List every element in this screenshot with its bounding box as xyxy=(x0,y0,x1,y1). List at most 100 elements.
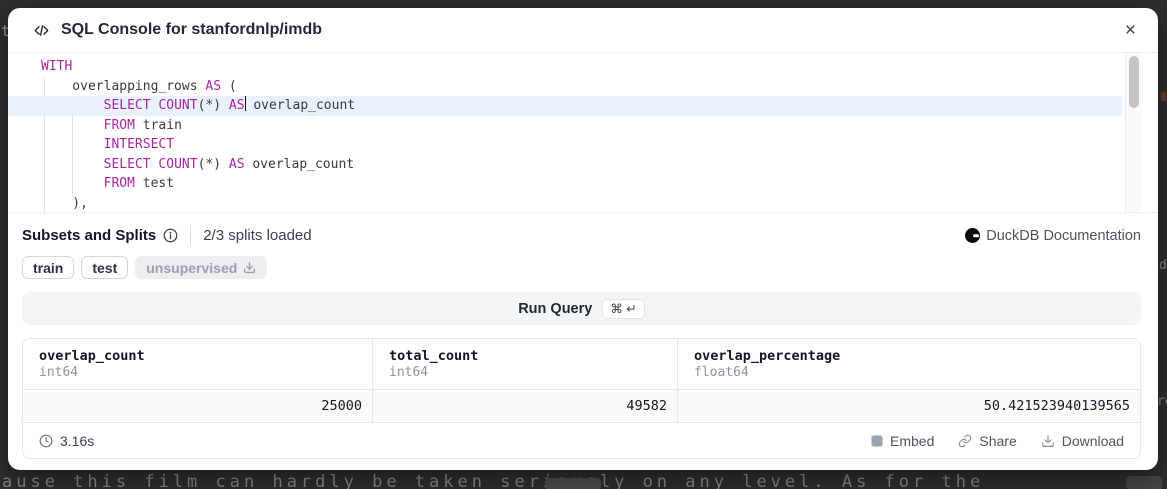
download-button[interactable]: Download xyxy=(1041,433,1124,449)
download-label: Download xyxy=(1061,432,1124,449)
sql-keyword: INTERSECT xyxy=(103,137,175,152)
split-tag-train[interactable]: train xyxy=(22,256,75,279)
code-line: overlapping_rows AS ( xyxy=(8,77,1158,97)
sql-keyword: COUNT xyxy=(158,156,198,172)
dimmed-background-shape xyxy=(545,478,601,489)
sql-keyword: AS xyxy=(228,156,245,172)
sql-text xyxy=(41,157,104,172)
elapsed-label: 3.16s xyxy=(60,432,95,449)
results-actions: Embed Share xyxy=(871,433,1124,449)
dimmed-background-fragment: d xyxy=(1159,258,1167,273)
column-name: total_count xyxy=(389,348,479,364)
keyboard-shortcut-badge: ⌘ ↵ xyxy=(602,298,645,319)
dimmed-background-shape xyxy=(1161,92,1166,101)
editor-scrollbar[interactable] xyxy=(1125,53,1141,212)
sql-text: train xyxy=(134,117,182,133)
indent-guide xyxy=(72,96,73,194)
sql-keyword: FROM xyxy=(103,117,135,133)
results-footer: 3.16s Embed Share xyxy=(23,423,1140,458)
sql-text: (*) xyxy=(197,156,229,172)
splits-title: Subsets and Splits xyxy=(22,227,157,244)
table-cell: 50.421523940139565 xyxy=(983,398,1130,414)
duckdb-icon xyxy=(965,228,981,243)
dimmed-background-shape xyxy=(1126,476,1162,489)
split-tag-label: train xyxy=(33,259,64,276)
dimmed-background-fragment: ro xyxy=(1157,394,1167,409)
column-header[interactable]: overlap_count int64 xyxy=(23,339,373,389)
info-icon[interactable] xyxy=(163,228,178,243)
run-query-button[interactable]: Run Query ⌘ ↵ xyxy=(22,292,1141,325)
sql-keyword: AS xyxy=(205,78,222,94)
embed-button[interactable]: Embed xyxy=(871,433,934,449)
column-type: float64 xyxy=(694,365,749,380)
sql-text: test xyxy=(134,176,175,191)
code-line: FROM test xyxy=(8,174,1158,194)
download-icon xyxy=(1041,434,1054,447)
sql-console-modal: SQL Console for stanfordnlp/imdb × WITH … xyxy=(8,8,1158,470)
download-icon xyxy=(244,261,256,274)
table-cell: 25000 xyxy=(23,390,373,422)
query-elapsed-time: 3.16s xyxy=(39,433,94,449)
sql-keyword: SELECT xyxy=(103,156,151,172)
column-name: overlap_percentage xyxy=(694,348,841,364)
clock-icon xyxy=(39,434,53,447)
code-line: WITH xyxy=(8,57,1158,77)
column-name: overlap_count xyxy=(39,348,145,364)
share-icon xyxy=(959,434,972,447)
dimmed-background-text: ause this film can hardly be taken serio… xyxy=(2,472,985,489)
sql-text: (*) xyxy=(197,98,229,113)
sql-text: overlapping_rows xyxy=(41,78,206,94)
table-cell: 49582 xyxy=(373,390,678,422)
sql-editor[interactable]: WITH overlapping_rows AS ( SELECT COUNT(… xyxy=(8,53,1158,213)
sql-code: WITH overlapping_rows AS ( SELECT COUNT(… xyxy=(8,57,1158,213)
column-type: int64 xyxy=(39,365,79,380)
code-line: INTERSECT xyxy=(8,135,1158,155)
sql-text xyxy=(41,118,104,133)
sql-keyword: SELECT xyxy=(103,98,151,113)
code-line: ), xyxy=(8,194,1158,213)
code-icon xyxy=(34,24,49,36)
split-tag-test[interactable]: test xyxy=(81,256,129,279)
modal-body: Subsets and Splits 2/3 splits loaded Duc… xyxy=(8,226,1158,459)
sql-keyword: COUNT xyxy=(158,98,198,113)
column-header[interactable]: total_count int64 xyxy=(373,339,678,389)
vertical-divider xyxy=(190,226,192,245)
run-query-label: Run Query xyxy=(518,300,593,317)
split-tag-unsupervised[interactable]: unsupervised xyxy=(135,256,268,279)
split-tag-label: unsupervised xyxy=(146,259,238,276)
column-type: int64 xyxy=(389,365,429,380)
sql-text xyxy=(41,176,104,191)
sql-keyword: FROM xyxy=(103,176,135,191)
sql-text xyxy=(41,98,104,113)
column-header[interactable]: overlap_percentage float64 xyxy=(678,339,1140,389)
results-table: overlap_count int64 total_count int64 ov… xyxy=(22,338,1141,459)
duckdb-doc-label: DuckDB Documentation xyxy=(986,227,1141,244)
splits-header-row: Subsets and Splits 2/3 splits loaded Duc… xyxy=(22,226,1141,245)
indent-guide xyxy=(44,76,45,212)
modal-header: SQL Console for stanfordnlp/imdb × xyxy=(8,8,1158,53)
sql-keyword: AS xyxy=(228,98,245,113)
sql-text: overlap_count xyxy=(245,98,356,113)
table-row: 25000 49582 50.421523940139565 xyxy=(23,390,1140,423)
split-tags-row: train test unsupervised xyxy=(22,256,1141,279)
splits-loaded-status: 2/3 splits loaded xyxy=(203,227,312,244)
code-line: SELECT COUNT(*) AS overlap_count xyxy=(8,155,1158,175)
sql-text: ( xyxy=(221,78,237,94)
sql-keyword: WITH xyxy=(41,59,73,74)
code-line: FROM train xyxy=(8,116,1158,136)
editor-scrollbar-thumb[interactable] xyxy=(1128,56,1139,108)
duckdb-documentation-link[interactable]: DuckDB Documentation xyxy=(965,228,1141,244)
embed-label: Embed xyxy=(890,432,935,449)
share-label: Share xyxy=(979,432,1017,449)
sql-text: ), xyxy=(41,195,88,211)
results-header-row: overlap_count int64 total_count int64 ov… xyxy=(23,339,1140,390)
text-cursor xyxy=(244,96,246,111)
split-tag-label: test xyxy=(92,259,118,276)
modal-title: SQL Console for stanfordnlp/imdb xyxy=(61,21,323,38)
sql-text: overlap_count xyxy=(244,156,355,172)
share-button[interactable]: Share xyxy=(958,432,1017,449)
embed-icon xyxy=(871,434,884,447)
code-line: SELECT COUNT(*) AS overlap_count xyxy=(8,96,1122,116)
close-icon[interactable]: × xyxy=(1121,19,1140,42)
sql-text xyxy=(41,137,104,152)
